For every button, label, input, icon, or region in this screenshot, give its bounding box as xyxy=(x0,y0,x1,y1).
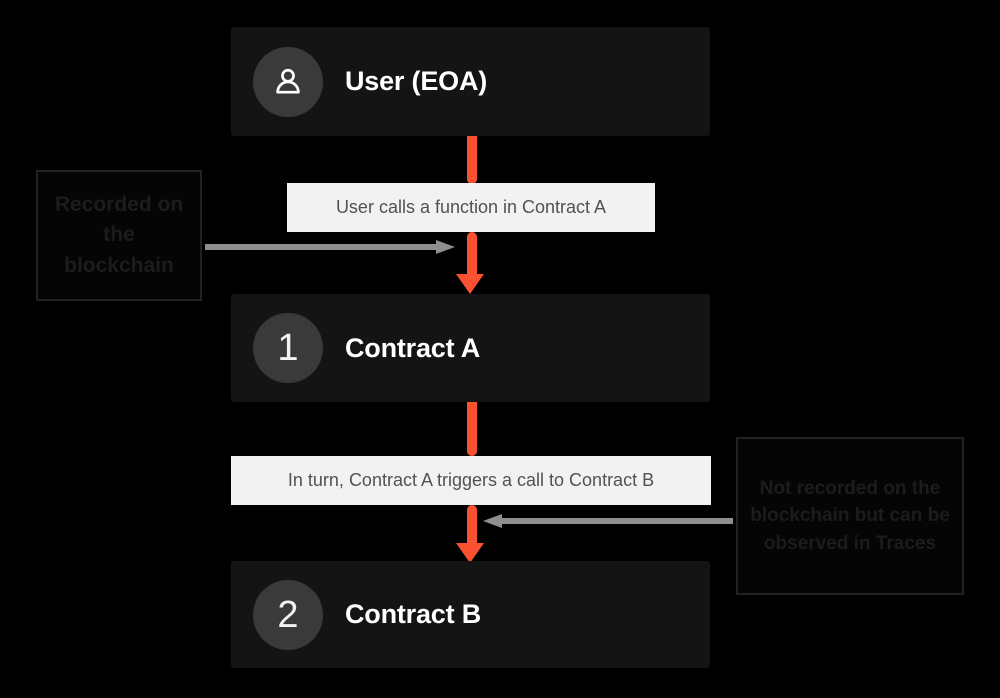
note-left-text: Recorded on the blockchain xyxy=(54,192,184,277)
flow-arrow-user-to-label-1 xyxy=(462,136,478,184)
message-label-contract-a-triggers-contract-b: In turn, Contract A triggers a call to C… xyxy=(231,456,711,505)
pointer-arrow-left-note xyxy=(205,240,455,254)
arrow-stem xyxy=(467,402,477,456)
person-icon xyxy=(276,68,300,94)
annotation-note-not-recorded-on-blockchain: Not recorded on the blockchain but can b… xyxy=(736,437,964,595)
node-card-contract-a[interactable]: 1 Contract A xyxy=(231,294,710,402)
annotation-note-recorded-on-blockchain: Recorded on the blockchain xyxy=(36,170,202,301)
pointer-arrow-right-note xyxy=(483,514,733,528)
arrow-head-left-icon xyxy=(483,514,502,528)
user-avatar-badge xyxy=(253,46,323,117)
node-card-user[interactable]: User (EOA) xyxy=(231,27,710,136)
arrow-stem xyxy=(467,505,477,545)
arrow-stem xyxy=(467,232,477,276)
arrow-head-down-icon xyxy=(456,274,484,294)
flow-arrow-contract-a-to-label-2 xyxy=(462,402,478,456)
step-badge-1-number: 1 xyxy=(277,327,299,369)
arrow-head-down-icon xyxy=(456,543,484,563)
step-badge-2-number: 2 xyxy=(277,593,299,636)
node-title-user: User (EOA) xyxy=(345,66,488,96)
pointer-arrow-stem xyxy=(205,244,438,250)
flow-arrow-label-1-to-contract-a xyxy=(456,232,484,294)
arrow-head-right-icon xyxy=(436,240,455,254)
message-label-2-text: In turn, Contract A triggers a call to C… xyxy=(287,470,655,490)
pointer-arrow-stem xyxy=(502,518,733,524)
note-right-text: Not recorded on the blockchain but can b… xyxy=(750,477,950,554)
flow-arrow-label-2-to-contract-b xyxy=(456,505,484,563)
node-title-contract-a: Contract A xyxy=(345,332,481,363)
step-badge-2: 2 xyxy=(253,579,323,650)
arrow-stem xyxy=(467,136,477,184)
node-title-contract-b: Contract B xyxy=(345,599,482,629)
step-badge-1: 1 xyxy=(253,313,323,383)
node-card-contract-b[interactable]: 2 Contract B xyxy=(231,561,710,668)
message-label-1-text: User calls a function in Contract A xyxy=(335,197,607,217)
message-label-user-calls-contract-a: User calls a function in Contract A xyxy=(287,183,655,232)
